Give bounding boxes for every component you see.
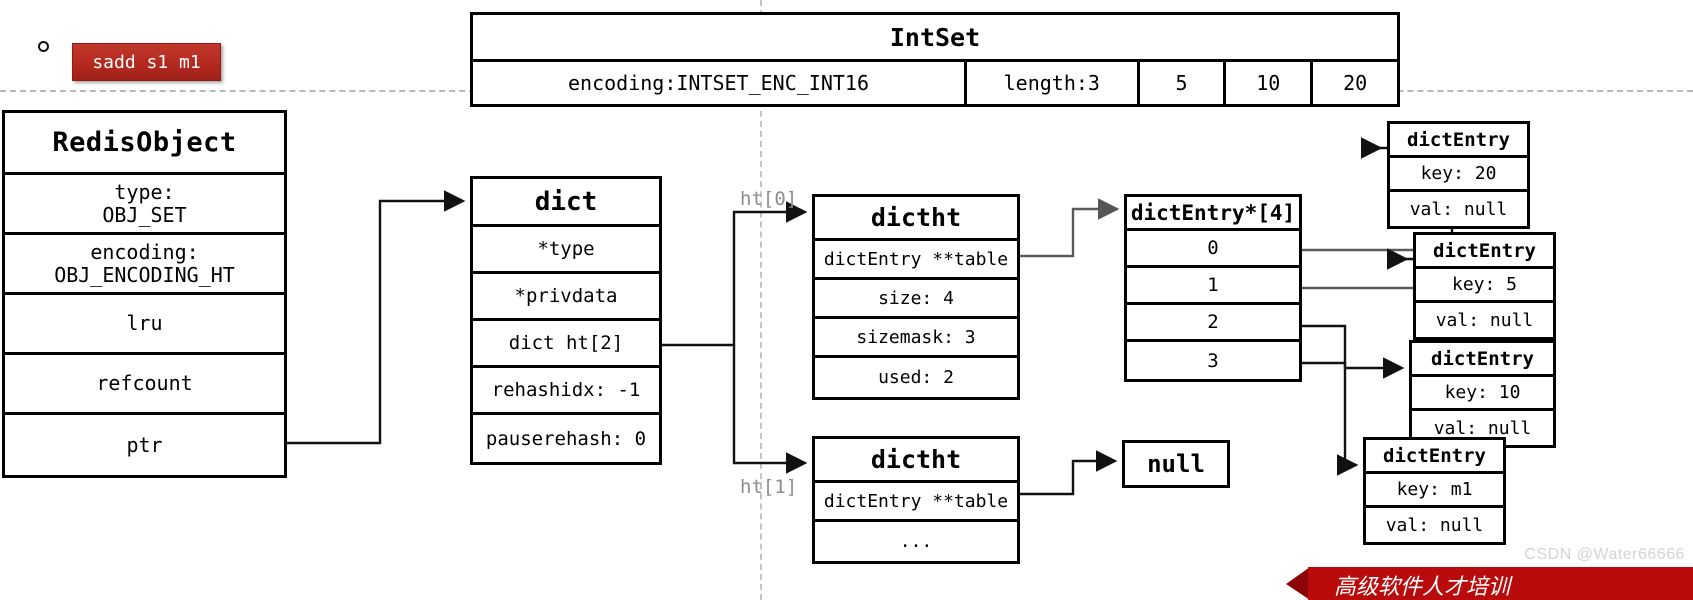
dictentry-key5: dictEntry key: 5 val: null xyxy=(1413,232,1556,340)
dictentry-key5-title: dictEntry xyxy=(1416,235,1553,269)
bucket-index-0: 0 xyxy=(1127,231,1299,268)
intset-cell-encoding: encoding:INTSET_ENC_INT16 xyxy=(473,62,967,104)
redisobject-table: RedisObject type: OBJ_SET encoding: OBJ_… xyxy=(2,110,287,478)
dictht1-row-table: dictEntry **table xyxy=(815,483,1017,522)
dictht0-row-table: dictEntry **table xyxy=(815,241,1017,280)
dictentry-key20-val: val: null xyxy=(1390,192,1527,226)
redisobject-row-ptr: ptr xyxy=(5,415,284,475)
redisobject-type-line2: OBJ_SET xyxy=(102,202,187,227)
intset-cell-value-0: 5 xyxy=(1139,62,1227,104)
dictentry-keym1-key: key: m1 xyxy=(1366,474,1503,508)
intset-cells-row: encoding:INTSET_ENC_INT16 length:3 5 10 … xyxy=(473,62,1398,104)
redisobject-encoding-line2: OBJ_ENCODING_HT xyxy=(54,262,235,287)
dictentry-key10-title: dictEntry xyxy=(1412,343,1553,377)
dictentry-key20: dictEntry key: 20 val: null xyxy=(1387,121,1530,229)
dict-row-rehashidx: rehashidx: -1 xyxy=(473,368,659,415)
dictht0-row-used: used: 2 xyxy=(815,358,1017,397)
sadd-command-button[interactable]: sadd s1 m1 xyxy=(72,43,221,81)
ht1-label: ht[1] xyxy=(740,476,798,498)
dict-row-pauserehash: pauserehash: 0 xyxy=(473,415,659,462)
dictentry-key5-key: key: 5 xyxy=(1416,269,1553,303)
dictentry-key20-title: dictEntry xyxy=(1390,124,1527,158)
bullet-marker-icon xyxy=(38,41,49,52)
dict-table: dict *type *privdata dict ht[2] rehashid… xyxy=(470,176,662,465)
bottom-red-banner: 高级软件人才培训 xyxy=(1286,567,1693,600)
bucket-index-3: 3 xyxy=(1127,342,1299,379)
dictentry-keym1-title: dictEntry xyxy=(1366,440,1503,474)
dict-row-privdata: *privdata xyxy=(473,274,659,321)
redisobject-row-type: type: OBJ_SET xyxy=(5,175,284,235)
dictentry-key5-val: val: null xyxy=(1416,303,1553,337)
dictht0-row-sizemask: sizemask: 3 xyxy=(815,319,1017,358)
banner-notch-icon xyxy=(1286,567,1310,600)
dictentry-key20-key: key: 20 xyxy=(1390,158,1527,192)
redisobject-row-encoding: encoding: OBJ_ENCODING_HT xyxy=(5,235,284,295)
redisobject-row-lru: lru xyxy=(5,295,284,355)
vertical-guide-line xyxy=(760,0,762,600)
dictht1-table: dictht dictEntry **table ... xyxy=(812,436,1020,564)
dictentry-key10-key: key: 10 xyxy=(1412,377,1553,411)
bucket-array-table: dictEntry*[4] 0 1 2 3 xyxy=(1124,194,1302,382)
dictht0-title: dictht xyxy=(815,197,1017,241)
dictentry-keym1: dictEntry key: m1 val: null xyxy=(1363,437,1506,545)
null-box: null xyxy=(1122,440,1230,488)
bucket-index-2: 2 xyxy=(1127,305,1299,342)
csdn-watermark: CSDN @Water66666 xyxy=(1524,546,1685,563)
redisobject-row-refcount: refcount xyxy=(5,355,284,415)
bucket-array-title: dictEntry*[4] xyxy=(1127,197,1299,231)
intset-table: IntSet encoding:INTSET_ENC_INT16 length:… xyxy=(470,12,1400,107)
intset-title: IntSet xyxy=(473,15,1397,62)
banner-strip xyxy=(1308,567,1693,600)
redisobject-encoding-line1: encoding: xyxy=(90,239,199,264)
dict-row-type: *type xyxy=(473,227,659,274)
redisobject-type-line1: type: xyxy=(114,179,175,204)
ht0-label: ht[0] xyxy=(740,188,798,210)
dict-row-ht: dict ht[2] xyxy=(473,321,659,368)
dictht1-title: dictht xyxy=(815,439,1017,483)
dictentry-keym1-val: val: null xyxy=(1366,508,1503,542)
redisobject-title: RedisObject xyxy=(5,113,284,175)
dictht0-row-size: size: 4 xyxy=(815,280,1017,319)
dictht1-row-ellipsis: ... xyxy=(815,522,1017,561)
banner-text: 高级软件人才培训 xyxy=(1334,575,1511,600)
intset-cell-value-2: 20 xyxy=(1313,62,1398,104)
bucket-index-1: 1 xyxy=(1127,268,1299,305)
dict-title: dict xyxy=(473,179,659,227)
dictht0-table: dictht dictEntry **table size: 4 sizemas… xyxy=(812,194,1020,400)
dictentry-key10: dictEntry key: 10 val: null xyxy=(1409,340,1556,448)
intset-cell-value-1: 10 xyxy=(1226,62,1314,104)
intset-cell-length: length:3 xyxy=(967,62,1140,104)
